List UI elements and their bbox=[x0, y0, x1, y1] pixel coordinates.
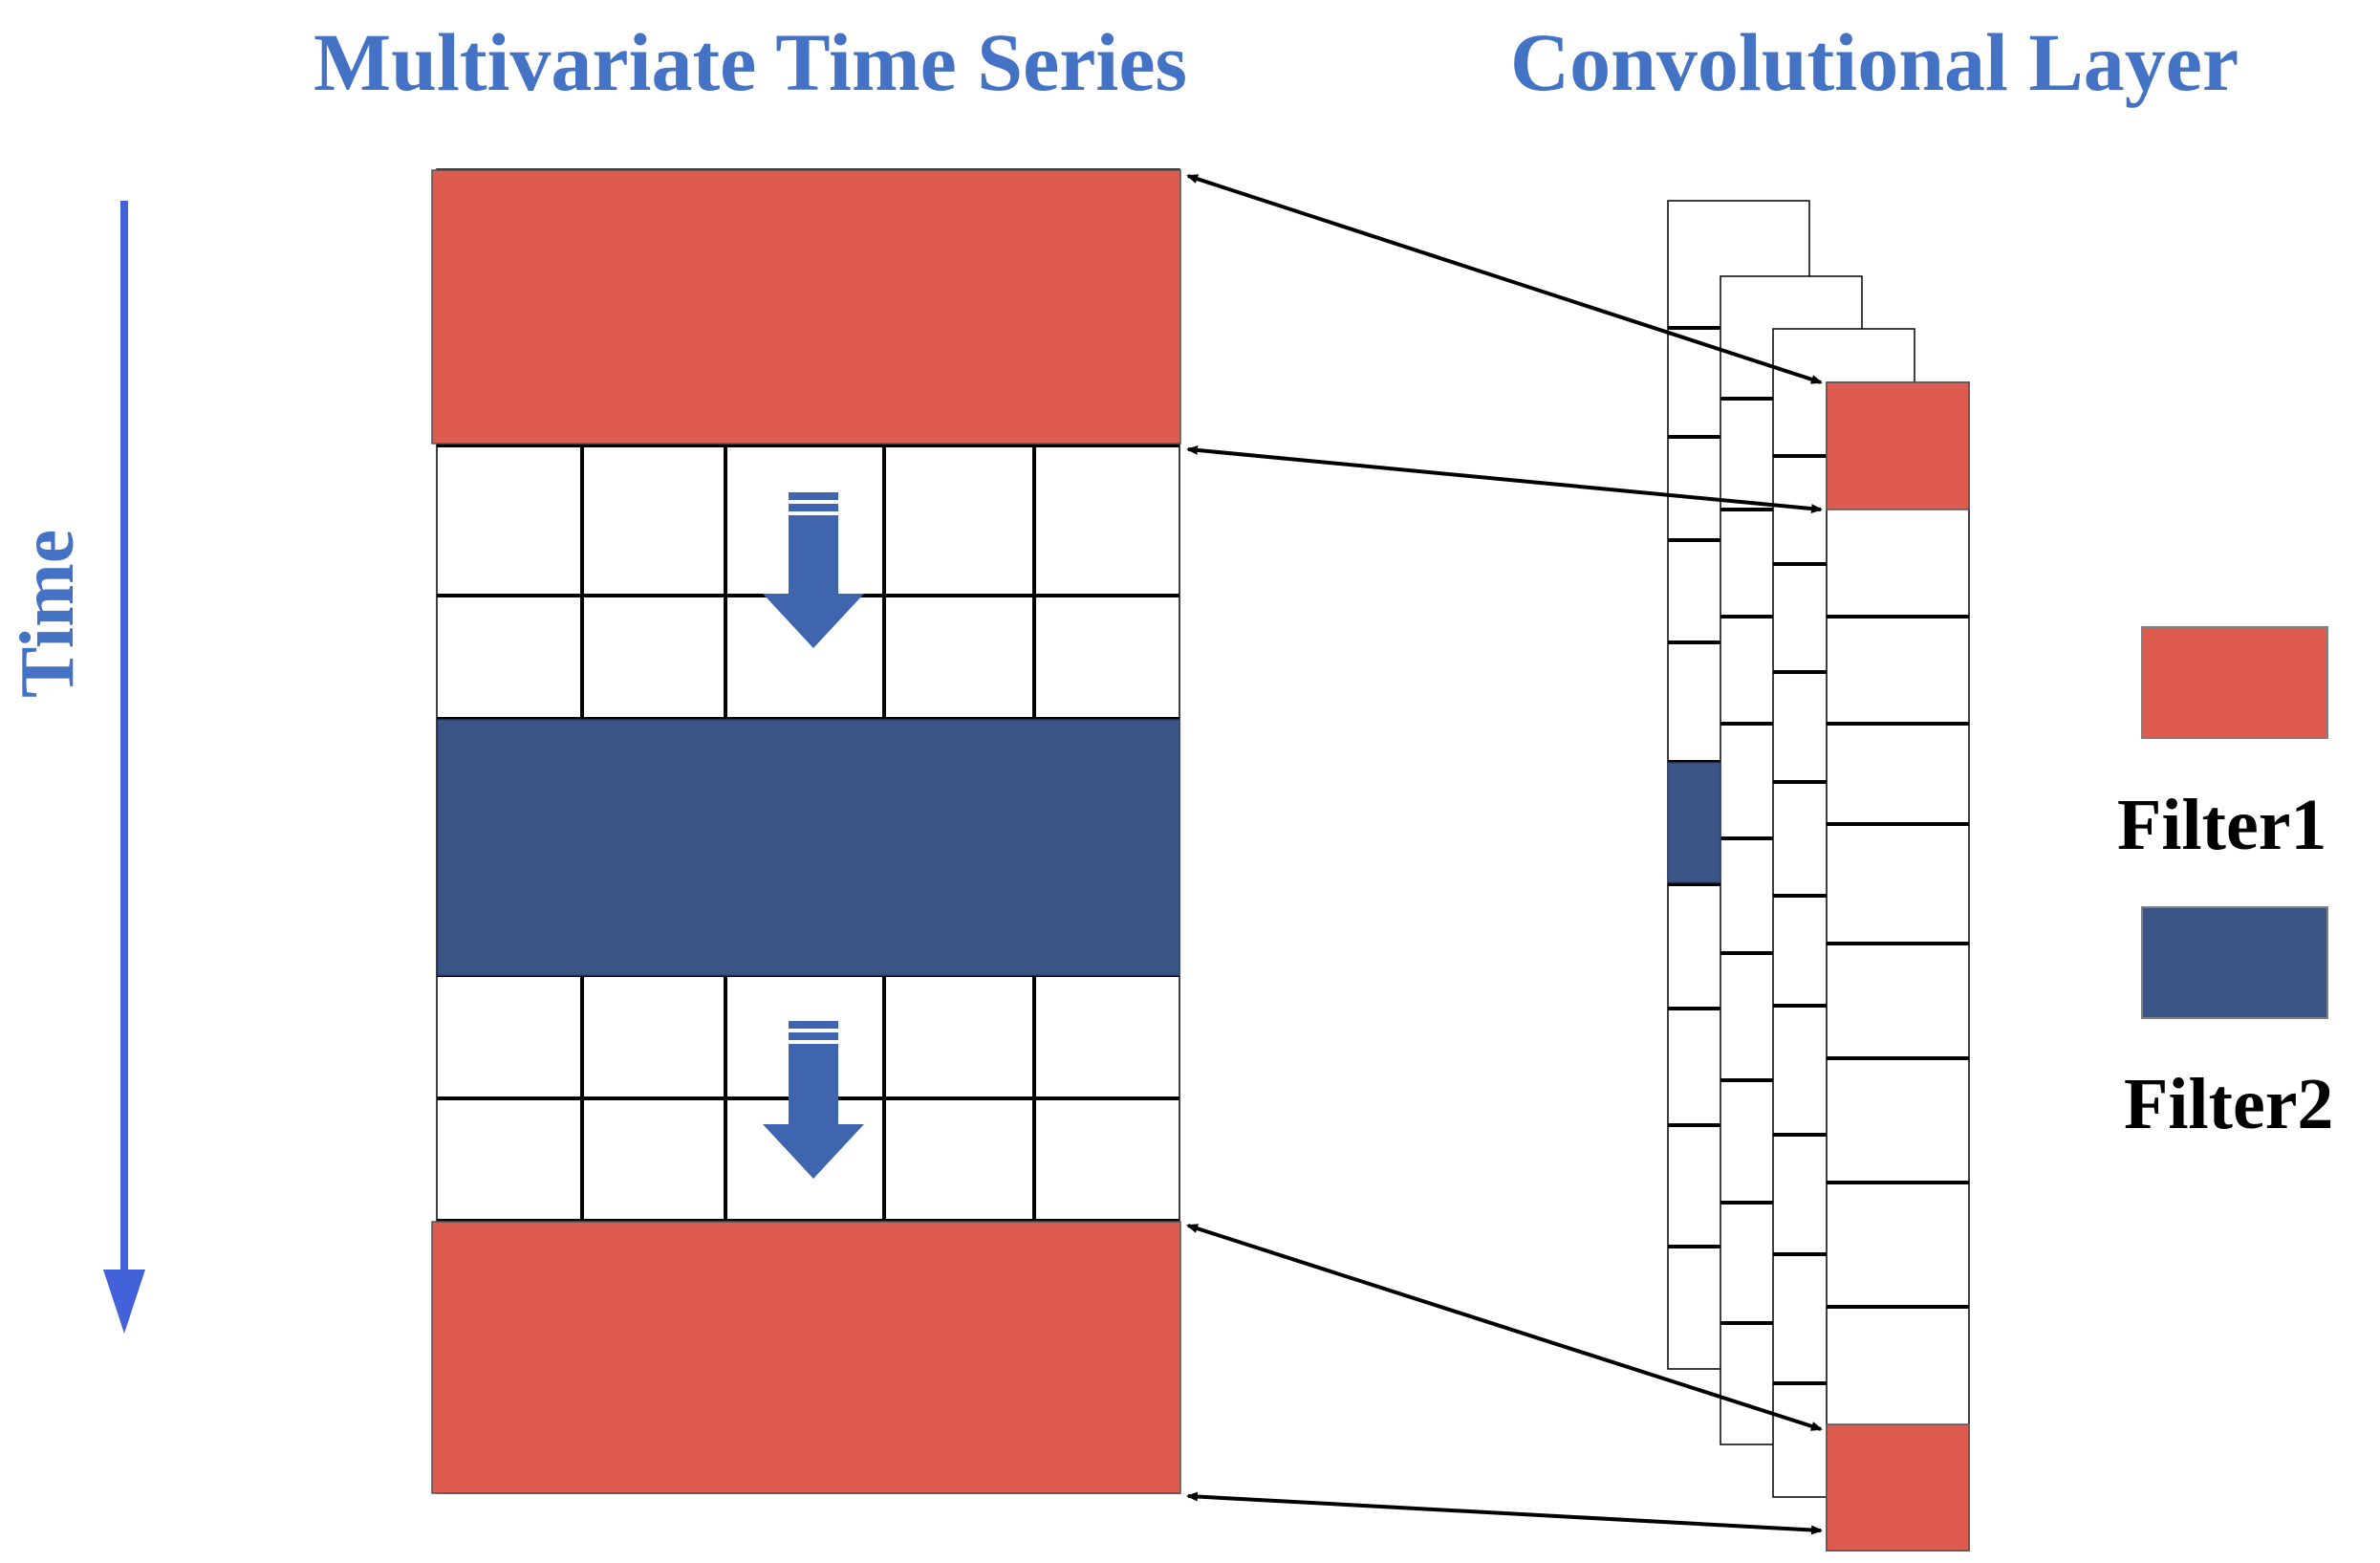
conv-layer-title: Convolutional Layer bbox=[1510, 16, 2239, 108]
filter2-window bbox=[437, 719, 1180, 976]
time-arrow-icon bbox=[103, 201, 145, 1334]
time-series-title: Multivariate Time Series bbox=[314, 16, 1187, 108]
down-arrow-icon bbox=[763, 1021, 864, 1179]
filter1-output-cell-top bbox=[1826, 381, 1970, 510]
down-arrow-icon bbox=[763, 492, 864, 648]
filter1-window-top bbox=[431, 169, 1181, 445]
time-axis-label: Time bbox=[6, 529, 90, 698]
legend-swatch-filter1 bbox=[2141, 626, 2328, 739]
filter1-output-cell-bottom bbox=[1826, 1423, 1970, 1552]
legend-label-filter1: Filter1 bbox=[2117, 785, 2327, 865]
mapping-arrows bbox=[1186, 174, 1823, 1535]
filter2-output-cell bbox=[1667, 762, 1721, 883]
filter1-window-bottom bbox=[431, 1221, 1181, 1494]
feature-map-4 bbox=[1826, 381, 1970, 1552]
legend-swatch-filter2 bbox=[2141, 906, 2328, 1019]
legend-label-filter2: Filter2 bbox=[2124, 1064, 2334, 1144]
